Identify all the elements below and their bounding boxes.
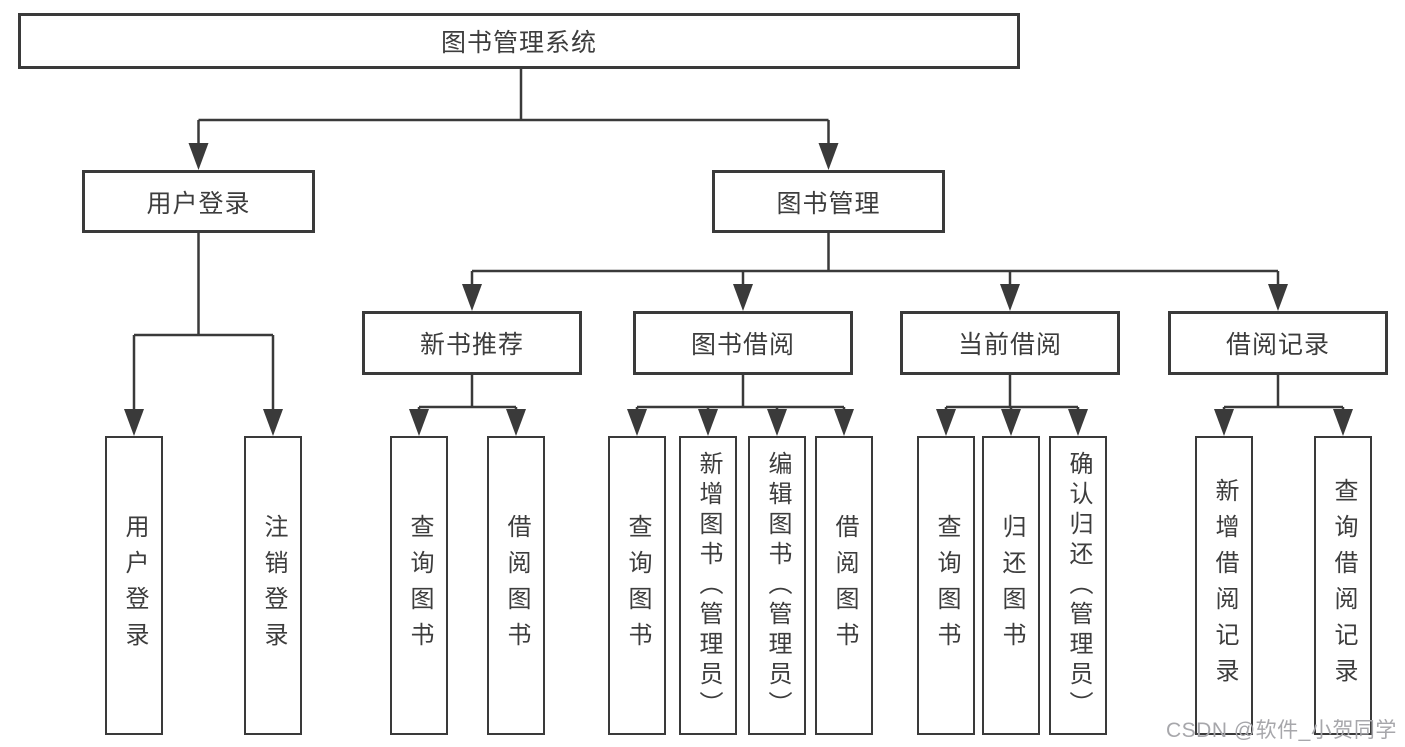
node-book-management: 图书管理 bbox=[712, 170, 945, 233]
connector-root bbox=[197, 68, 830, 148]
leaf-confirm-return-admin: 确认归还（管理员） bbox=[1049, 436, 1107, 735]
csdn-watermark: CSDN @软件_小贺同学 bbox=[1166, 719, 1397, 742]
leaf-query-books-borrow: 查询图书 bbox=[608, 436, 666, 735]
leaf-user-login-label: 用户登录 bbox=[121, 513, 148, 658]
leaf-query-books-current: 查询图书 bbox=[917, 436, 975, 735]
leaf-logout-login-label: 注销登录 bbox=[260, 513, 287, 658]
arrowhead bbox=[1000, 284, 1020, 311]
node-user-login-label: 用户登录 bbox=[146, 189, 251, 218]
arrowhead bbox=[767, 409, 787, 436]
node-book-borrow-label: 图书借阅 bbox=[690, 331, 795, 359]
arrowhead bbox=[409, 409, 429, 436]
node-current-borrow: 当前借阅 bbox=[900, 311, 1120, 375]
arrowhead bbox=[506, 409, 526, 436]
arrowhead bbox=[733, 284, 753, 311]
leaf-logout-login: 注销登录 bbox=[244, 436, 302, 735]
leaf-add-borrow-record-label: 新增借阅记录 bbox=[1211, 477, 1238, 694]
connector-current-borrow bbox=[944, 375, 1080, 413]
arrowhead bbox=[627, 409, 647, 436]
leaf-edit-book-admin: 编辑图书（管理员） bbox=[748, 436, 806, 735]
leaf-add-book-admin-label: 新增图书（管理员） bbox=[695, 450, 722, 721]
node-current-borrow-label: 当前借阅 bbox=[957, 331, 1062, 359]
node-user-login: 用户登录 bbox=[82, 170, 315, 233]
leaf-query-borrow-record: 查询借阅记录 bbox=[1314, 436, 1372, 735]
leaf-borrow-books-recommend-label: 借阅图书 bbox=[503, 513, 530, 658]
arrowhead bbox=[1268, 284, 1288, 311]
leaf-borrow-books-label: 借阅图书 bbox=[831, 513, 858, 658]
leaf-add-book-admin: 新增图书（管理员） bbox=[679, 436, 737, 735]
connector-book-management bbox=[470, 233, 1280, 287]
node-new-book-recommend: 新书推荐 bbox=[362, 311, 582, 375]
leaf-user-login: 用户登录 bbox=[105, 436, 163, 735]
leaf-query-borrow-record-label: 查询借阅记录 bbox=[1330, 477, 1357, 694]
connector-borrow-records bbox=[1222, 375, 1345, 413]
leaf-borrow-books: 借阅图书 bbox=[815, 436, 873, 735]
arrowhead bbox=[1333, 409, 1353, 436]
node-root: 图书管理系统 bbox=[18, 13, 1020, 69]
leaf-query-books-recommend: 查询图书 bbox=[390, 436, 448, 735]
arrowhead bbox=[818, 143, 839, 170]
leaf-borrow-books-recommend: 借阅图书 bbox=[487, 436, 545, 735]
node-book-borrow: 图书借阅 bbox=[633, 311, 853, 375]
connector-new-book-recommend bbox=[417, 375, 518, 413]
leaf-return-books: 归还图书 bbox=[982, 436, 1040, 735]
leaf-confirm-return-admin-label: 确认归还（管理员） bbox=[1065, 450, 1092, 721]
leaf-query-books-borrow-label: 查询图书 bbox=[624, 513, 651, 658]
node-book-management-label: 图书管理 bbox=[776, 189, 881, 218]
arrowhead bbox=[462, 284, 482, 311]
connector-book-borrow bbox=[635, 375, 846, 413]
node-borrow-records-label: 借阅记录 bbox=[1225, 331, 1330, 359]
arrowhead bbox=[698, 409, 718, 436]
arrowhead bbox=[834, 409, 854, 436]
arrowhead bbox=[1068, 409, 1088, 436]
node-borrow-records: 借阅记录 bbox=[1168, 311, 1388, 375]
arrowhead bbox=[1214, 409, 1234, 436]
arrowhead bbox=[124, 409, 144, 436]
arrowheads bbox=[124, 143, 1353, 436]
arrowhead bbox=[263, 409, 283, 436]
connector-user-login bbox=[132, 233, 275, 412]
leaf-add-borrow-record: 新增借阅记录 bbox=[1195, 436, 1253, 735]
node-root-label: 图书管理系统 bbox=[440, 29, 597, 57]
leaf-edit-book-admin-label: 编辑图书（管理员） bbox=[764, 450, 791, 721]
arrowhead bbox=[1001, 409, 1021, 436]
leaf-query-books-current-label: 查询图书 bbox=[933, 513, 960, 658]
leaf-return-books-label: 归还图书 bbox=[998, 513, 1025, 658]
node-new-book-recommend-label: 新书推荐 bbox=[419, 331, 524, 359]
arrowhead bbox=[936, 409, 956, 436]
arrowhead bbox=[188, 143, 209, 170]
leaf-query-books-recommend-label: 查询图书 bbox=[406, 513, 433, 658]
